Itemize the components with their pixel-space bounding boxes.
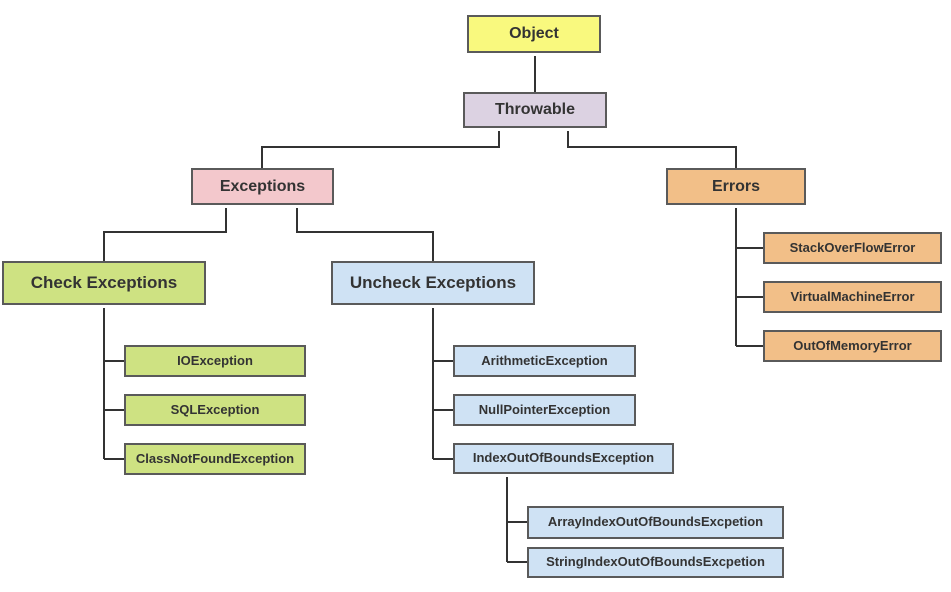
edge-check-exceptions [103,208,227,261]
node-throwable: Throwable [463,92,607,128]
node-stack-overflow-error: StackOverFlowError [763,232,942,264]
node-uncheck-exceptions: Uncheck Exceptions [331,261,535,305]
edge-errors-throwable [567,131,737,168]
node-check-exceptions: Check Exceptions [2,261,206,305]
node-object: Object [467,15,601,53]
edge-exceptions-throwable [261,131,500,168]
node-sql-exception: SQLException [124,394,306,426]
node-errors: Errors [666,168,806,205]
node-null-pointer-exception: NullPointerException [453,394,636,426]
node-virtual-machine-error: VirtualMachineError [763,281,942,313]
node-string-index-out-of-bounds: StringIndexOutOfBoundsExcpetion [527,547,784,578]
node-index-out-of-bounds-exception: IndexOutOfBoundsException [453,443,674,474]
node-io-exception: IOException [124,345,306,377]
node-arithmetic-exception: ArithmeticException [453,345,636,377]
node-exceptions: Exceptions [191,168,334,205]
node-out-of-memory-error: OutOfMemoryError [763,330,942,362]
edge-uncheck-exceptions [296,208,434,261]
node-array-index-out-of-bounds: ArrayIndexOutOfBoundsExcpetion [527,506,784,539]
node-class-not-found-exception: ClassNotFoundException [124,443,306,475]
